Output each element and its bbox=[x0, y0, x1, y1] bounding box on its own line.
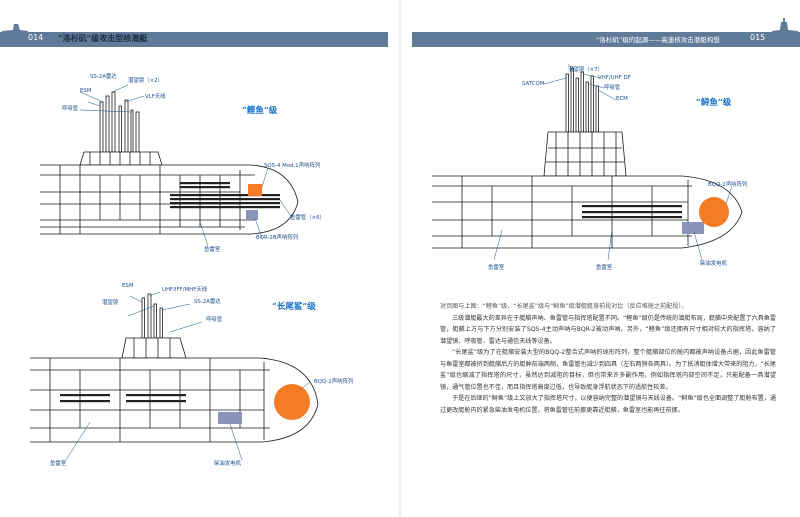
skipjack-snorkel-label: 呼吸管 bbox=[62, 106, 79, 112]
page-gutter bbox=[398, 0, 402, 517]
sturgeon-cutaway-diagram bbox=[432, 64, 743, 261]
page-number-right: 015 bbox=[750, 33, 766, 42]
header-band-left bbox=[0, 32, 388, 46]
thresher-esm-label: ESM bbox=[122, 283, 134, 289]
thresher-class-title: “长尾鲨”级 bbox=[272, 302, 316, 312]
thresher-bqq2-sonar-marker bbox=[274, 384, 310, 420]
header-band-right bbox=[412, 32, 800, 46]
body-paragraph: 三级潜艇最大的差异在于艇艏声呐、鱼雷管与指挥塔配置不同。“鲣鱼”级仍是传统的潜艇… bbox=[440, 314, 776, 345]
sturgeon-ecm-label: ECM bbox=[616, 96, 628, 102]
skipjack-torpedo-room-label: 鱼雷室 bbox=[204, 247, 221, 253]
sturgeon-uhf-label: VHF/UHF DF bbox=[598, 75, 631, 81]
skipjack-vlf-label: VLF天线 bbox=[145, 94, 166, 100]
skipjack-ss2a-label: SS-2A雷达 bbox=[90, 74, 117, 80]
thresher-snorkel-label: 呼吸管 bbox=[206, 317, 223, 323]
thresher-diesel-label: 柴油发电机 bbox=[214, 461, 241, 467]
header-rule-left bbox=[0, 46, 388, 47]
skipjack-esm-label: ESM bbox=[80, 88, 92, 94]
header-submarine-icon-left bbox=[2, 24, 28, 33]
article-body: 对页图与上图：“鲣鱼”级、“长尾鲨”级与“鲟鱼”级潜艇艇身前段对比（反应堆舱之前… bbox=[440, 301, 776, 416]
thresher-ss2a-label: SS-2A雷达 bbox=[194, 299, 221, 305]
sqs4-sonar-marker bbox=[248, 184, 262, 196]
body-paragraph: “长尾鲨”级为了在艇艏安装大型的BQQ-2整合式声呐的球形阵列，整个艇艏部位的舱… bbox=[440, 349, 776, 391]
skipjack-bqr2b-label: BQR-2B声呐阵列 bbox=[256, 235, 299, 241]
sturgeon-snorkel-label: 呼吸管 bbox=[604, 85, 621, 91]
sturgeon-torpedo-room-label-2: 鱼雷室 bbox=[596, 265, 613, 271]
bqr2b-sonar-marker bbox=[246, 210, 258, 220]
thresher-bqq2-label: BQQ-2声呐阵列 bbox=[314, 379, 354, 385]
sturgeon-diesel-label: 柴油发电机 bbox=[700, 261, 727, 267]
thresher-uhf-label: UHF/IFF/MHF天线 bbox=[162, 287, 208, 293]
chapter-title-right: “洛杉矶”级的起源——高速核攻击潜艇构想 bbox=[596, 36, 720, 44]
sturgeon-periscope-label: 潜望镜（×7） bbox=[568, 67, 603, 73]
skipjack-class-title: “鲣鱼”级 bbox=[242, 106, 278, 116]
skipjack-periscope-label: 潜望镜（×2） bbox=[128, 78, 163, 84]
header-rule-right bbox=[412, 46, 800, 47]
sturgeon-satcom-label: SATCOM bbox=[522, 81, 545, 87]
sturgeon-bqq2-sonar-marker bbox=[699, 197, 729, 227]
skipjack-cutaway-diagram bbox=[40, 84, 299, 247]
sturgeon-torpedo-room-label-1: 鱼雷室 bbox=[488, 265, 505, 271]
body-paragraph: 于是在后继的“鲟鱼”级上又放大了指挥塔尺寸，以便容纳完整的潜望镜与天线设备。“鲟… bbox=[440, 395, 776, 414]
thresher-cutaway-diagram bbox=[30, 292, 319, 461]
page-number-left: 014 bbox=[28, 33, 44, 42]
figure-caption: 对页图与上图：“鲣鱼”级、“长尾鲨”级与“鲟鱼”级潜艇艇身前段对比（反应堆舱之前… bbox=[440, 303, 688, 310]
thresher-periscope-label: 潜望镜 bbox=[102, 300, 119, 306]
sturgeon-class-title: “鲟鱼”级 bbox=[696, 98, 732, 108]
sturgeon-diesel-marker bbox=[682, 222, 704, 234]
thresher-diesel-marker bbox=[218, 412, 242, 424]
skipjack-torpedo-tube-label: 鱼雷管（×6） bbox=[290, 215, 325, 221]
sturgeon-bqq2-label: BQQ-2声呐阵列 bbox=[708, 182, 748, 188]
header-submarine-icon-right bbox=[772, 18, 798, 33]
thresher-torpedo-room-label: 鱼雷室 bbox=[50, 461, 67, 467]
chapter-title-left: “洛杉矶”级攻击型核潜艇 bbox=[58, 33, 148, 43]
skipjack-sqs4-label: SQS-4 Mod.1声呐阵列 bbox=[264, 163, 321, 169]
